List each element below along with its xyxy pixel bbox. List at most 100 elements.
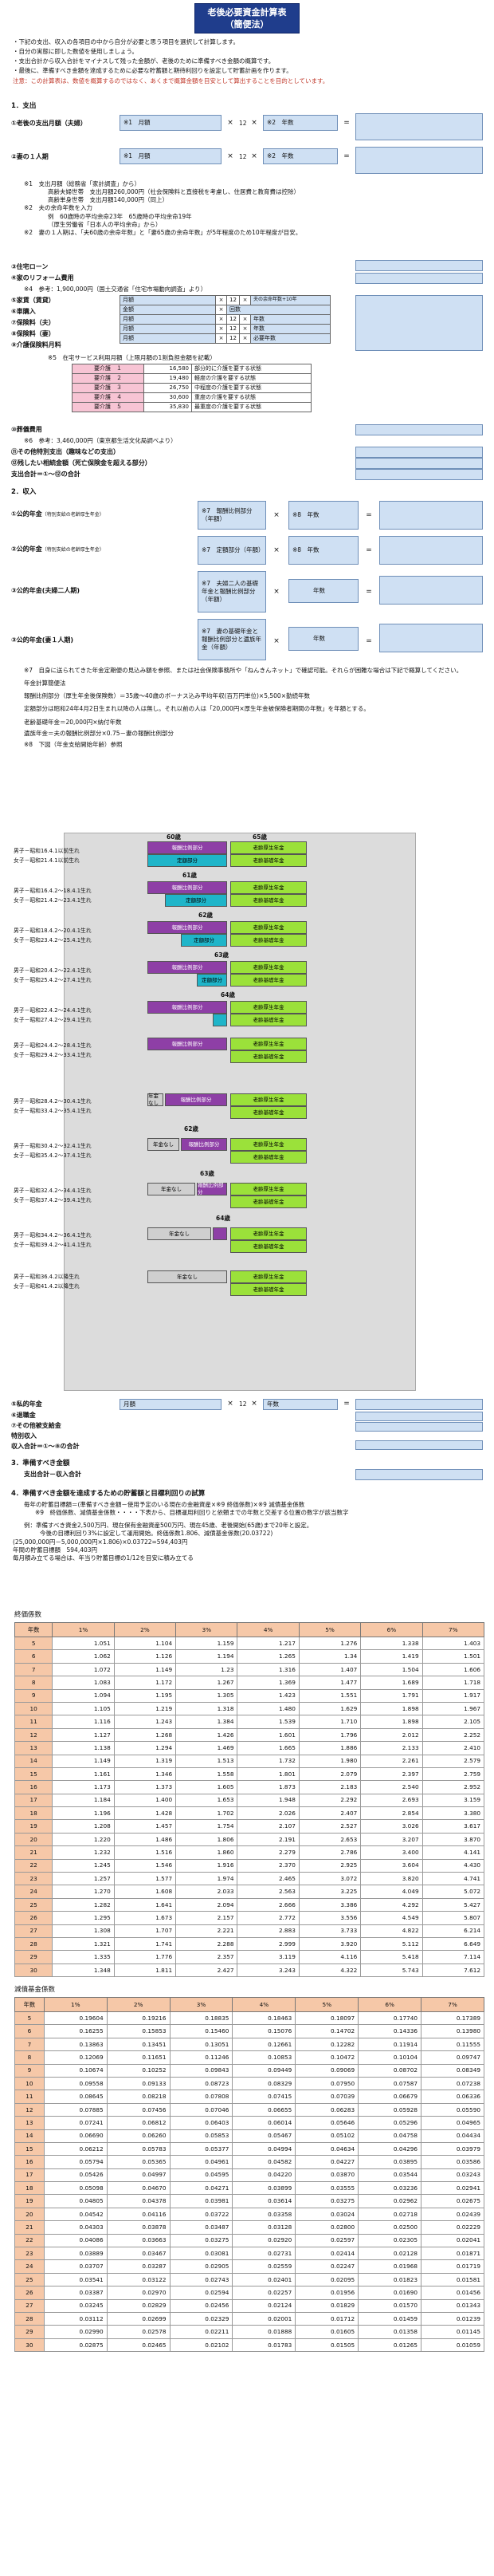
table-cell: 21 [14, 1845, 53, 1860]
bar-hoshu: 報酬比例部分 [181, 1138, 227, 1151]
table-cell: 2.854 [360, 1806, 423, 1821]
table-cell: 19 [14, 1819, 53, 1834]
table-cell: 0.03128 [232, 2220, 296, 2235]
income-1-result[interactable] [379, 501, 483, 530]
wife-years-input[interactable]: ※2 年数 [263, 148, 338, 164]
funeral-field[interactable] [355, 424, 483, 435]
care-amount: 26,750 [143, 383, 192, 393]
table-cell: 1.898 [360, 1715, 423, 1729]
times-symbol: × [273, 588, 280, 596]
table-cell: 22 [14, 1858, 53, 1873]
table-cell: 27 [14, 2298, 45, 2313]
retirement-field[interactable] [355, 1412, 483, 1421]
ins-husband-years[interactable]: 年数 [250, 314, 331, 325]
income-total-field[interactable] [355, 1440, 483, 1450]
care-amount: 35,830 [143, 402, 192, 412]
wife-result-field[interactable] [355, 147, 483, 174]
table-cell: 0.17389 [421, 2011, 484, 2026]
table-cell: 0.03275 [295, 2194, 359, 2208]
income-notes: ※7 自身に送られてきた年金定期便の見込み額を参照、または社会保険事務所や「ねん… [24, 667, 482, 749]
table-cell: 0.02128 [358, 2247, 422, 2261]
income-4-annual[interactable]: ※7 妻の基礎年金と報酬比例部分と遺族年金（年額） [198, 619, 266, 660]
private-pension-result[interactable] [355, 1399, 483, 1410]
housing-loan-label: ③住宅ローン [11, 263, 49, 270]
income-4-result[interactable] [379, 624, 483, 652]
twelve-label: 12 [226, 333, 240, 344]
table-cell: 0.03541 [43, 2272, 108, 2287]
female-birth-label: 女子－昭和33.4.2～35.4.1生れ [14, 1108, 92, 1114]
other-expense-field[interactable] [355, 447, 483, 458]
table-cell: 2.427 [175, 1963, 238, 1978]
reform-field[interactable] [355, 273, 483, 284]
table-cell: 0.01059 [421, 2338, 484, 2353]
ins-wife-years[interactable]: 年数 [250, 324, 331, 334]
table-cell: 1.886 [298, 1741, 362, 1755]
care-years[interactable]: 必要年数 [250, 333, 331, 344]
column-header: 6% [358, 1997, 422, 2012]
income-4-years[interactable]: 年数 [288, 627, 359, 651]
care-items-result[interactable] [355, 295, 483, 351]
table-cell: 1.513 [175, 1754, 238, 1768]
pension-start-age-chart: 60歳 65歳 男子－昭和16.4.1以前生れ 女子－昭和21.4.1以前生れ … [14, 833, 416, 1391]
expense-result-field[interactable] [355, 113, 483, 140]
care-monthly[interactable]: 月額 [120, 333, 216, 344]
income-1-years[interactable]: ※8 年数 [288, 501, 359, 530]
table-cell: 5 [14, 1636, 53, 1651]
table-cell: 3.225 [298, 1885, 362, 1899]
ins-wife-monthly[interactable]: 月額 [120, 324, 216, 334]
other-income-field[interactable] [355, 1422, 483, 1432]
times-symbol: × [227, 119, 233, 127]
table-cell: 0.06679 [358, 2090, 422, 2104]
inheritance-field[interactable] [355, 458, 483, 469]
times-symbol: × [227, 152, 233, 160]
title-line1: 老後必要資金計算表 [207, 7, 287, 18]
private-pension-monthly[interactable]: 月額 [120, 1399, 222, 1410]
note-line: 遺族年金＝夫の報酬比例部分×0.75－妻の報酬比例部分 [24, 729, 174, 737]
income-2-annual[interactable]: ※7 定額部分（年額） [198, 536, 266, 565]
table-cell: 2.952 [421, 1780, 485, 1794]
income-3-years[interactable]: 年数 [288, 579, 359, 603]
expense-total-field[interactable] [355, 469, 483, 480]
car-amount[interactable]: 金額 [120, 305, 216, 315]
income-2-result[interactable] [379, 536, 483, 565]
table-cell: 2.999 [237, 1936, 300, 1952]
care-level: 要介護 ５ [72, 402, 144, 412]
income-1-annual[interactable]: ※7 報酬比例部分（年額） [198, 501, 266, 530]
rent-monthly[interactable]: 月額 [120, 295, 216, 305]
bar-hoshu: 報酬比例部分 [147, 841, 227, 854]
wife-monthly-input[interactable]: ※1 月額 [120, 148, 222, 164]
times-symbol: × [273, 511, 280, 519]
table-cell: 2.693 [360, 1793, 423, 1808]
car-count[interactable]: 回数 [226, 305, 331, 315]
table-cell: 0.11246 [169, 2050, 233, 2065]
expense-monthly-input[interactable]: ※1 月額 [120, 115, 222, 131]
table-cell: 1.806 [175, 1832, 238, 1847]
table-cell: 0.06283 [295, 2102, 359, 2117]
required-amount-field[interactable] [355, 1469, 483, 1480]
column-header: 5% [298, 1622, 362, 1637]
housing-loan-field[interactable] [355, 260, 483, 271]
income-label-3: ③公的年金(夫婦二人期) [11, 587, 80, 594]
table-cell: 3.870 [421, 1832, 485, 1847]
table-cell: 1.243 [113, 1715, 177, 1729]
rent-years[interactable]: 夫の余命年数+10年 [250, 295, 331, 305]
table-cell: 1.245 [52, 1858, 115, 1873]
male-birth-label: 男子－昭和34.4.2～36.4.1生れ [14, 1232, 92, 1239]
table-cell: 0.07456 [106, 2102, 171, 2117]
table-cell: 0.13451 [106, 2037, 171, 2052]
income-label-1: ①公的年金（特別支給の老齢厚生年金） [11, 510, 104, 519]
private-pension-years[interactable]: 年数 [263, 1399, 338, 1410]
table-cell: 2.221 [175, 1924, 238, 1938]
income-2-years[interactable]: ※8 年数 [288, 536, 359, 565]
ins-husband-monthly[interactable]: 月額 [120, 314, 216, 325]
income-3-annual[interactable]: ※7 夫婦二人の基礎年金と報酬比例部分（年額） [198, 571, 266, 612]
expense-years-input[interactable]: ※2 年数 [263, 115, 338, 131]
income-3-result[interactable] [379, 576, 483, 605]
table-cell: 3.556 [298, 1911, 362, 1925]
